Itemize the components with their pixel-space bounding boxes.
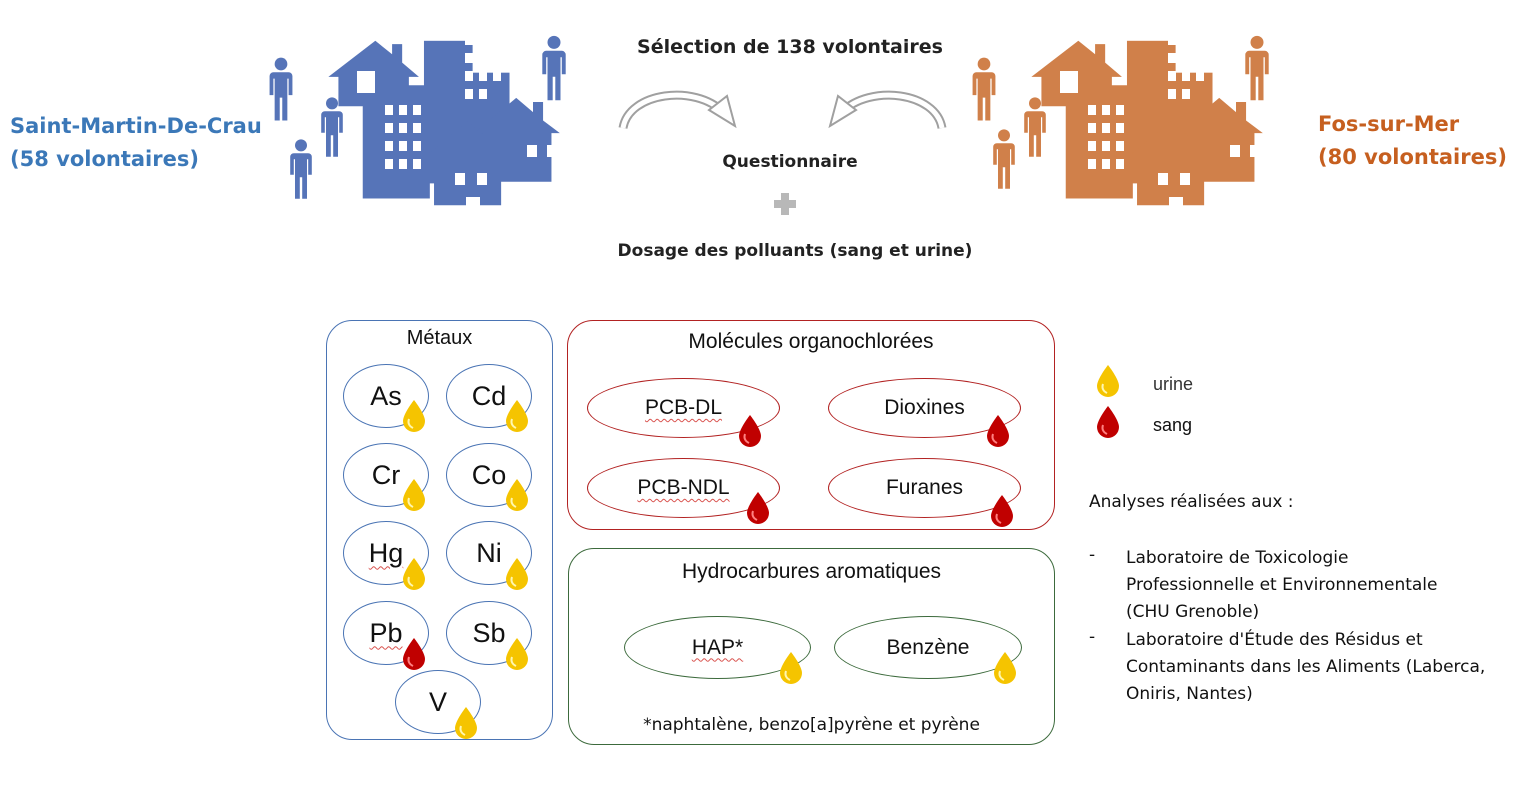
metaux-box: Métaux — [326, 320, 553, 740]
questionnaire-text: Questionnaire — [722, 152, 858, 172]
urine-drop-icon — [503, 557, 531, 591]
lab-item: Laboratoire de Toxicologie Professionnel… — [1126, 548, 1438, 622]
urine-drop-icon — [400, 557, 428, 591]
right-city-label: Fos-sur-Mer (80 volontaires) — [1318, 108, 1507, 174]
metal-oval-cr: Cr — [343, 443, 429, 507]
blood-drop-icon — [988, 494, 1016, 528]
legend-urine-drop-icon — [1094, 364, 1122, 398]
hydrocarbures-box: Hydrocarbures aromatiques *naphtalène, b… — [568, 548, 1055, 745]
metal-oval-cd: Cd — [446, 364, 532, 428]
metal-oval-v: V — [395, 670, 481, 734]
left-city-label: Saint-Martin-De-Crau (58 volontaires) — [10, 110, 262, 176]
lab-item: Laboratoire d'Étude des Résidus et Conta… — [1126, 630, 1486, 704]
metal-oval-hg: Hg — [343, 521, 429, 585]
blood-drop-icon — [744, 491, 772, 525]
metal-oval-pb: Pb — [343, 601, 429, 665]
metal-oval-ni: Ni — [446, 521, 532, 585]
organo-oval-dioxines: Dioxines — [828, 378, 1021, 438]
right-city-icon — [972, 35, 1269, 223]
urine-drop-icon — [452, 706, 480, 740]
hydro-oval-hap: HAP* — [624, 616, 811, 679]
blood-drop-icon — [736, 414, 764, 448]
urine-drop-icon — [503, 478, 531, 512]
organo-oval-furanes: Furanes — [828, 458, 1021, 518]
metal-oval-co: Co — [446, 443, 532, 507]
urine-drop-icon — [777, 651, 805, 685]
metal-oval-sb: Sb — [446, 601, 532, 665]
left-curved-arrow-icon — [618, 90, 737, 130]
blood-drop-icon — [400, 637, 428, 671]
left-city-name: Saint-Martin-De-Crau — [10, 114, 262, 138]
hydrocarbures-footnote: *naphtalène, benzo[a]pyrène et pyrène — [643, 715, 980, 735]
dosage-text: Dosage des polluants (sang et urine) — [617, 241, 973, 261]
lab-bullet: - — [1089, 627, 1096, 647]
urine-drop-icon — [503, 399, 531, 433]
plus-icon — [774, 193, 796, 215]
urine-drop-icon — [991, 651, 1019, 685]
urine-drop-icon — [400, 399, 428, 433]
urine-drop-icon — [503, 637, 531, 671]
hydro-oval-benzene: Benzène — [834, 616, 1022, 679]
organo-oval-pcb-dl: PCB-DL — [587, 378, 780, 438]
urine-drop-icon — [400, 478, 428, 512]
legend-blood-drop-icon — [1094, 405, 1122, 439]
right-curved-arrow-icon — [828, 90, 947, 130]
left-city-count: (58 volontaires) — [10, 147, 199, 171]
selection-text: Sélection de 138 volontaires — [637, 36, 943, 58]
metal-oval-as: As — [343, 364, 429, 428]
right-city-name: Fos-sur-Mer — [1318, 112, 1460, 136]
hydrocarbures-title: Hydrocarbures aromatiques — [681, 560, 942, 583]
legend-sang-label: sang — [1153, 415, 1193, 435]
right-city-count: (80 volontaires) — [1318, 145, 1507, 169]
legend-urine-label: urine — [1153, 374, 1194, 394]
lab-bullet: - — [1089, 545, 1096, 565]
blood-drop-icon — [984, 414, 1012, 448]
organochlorees-box: Molécules organochlorées — [567, 320, 1055, 530]
organo-oval-pcb-ndl: PCB-NDL — [587, 458, 780, 518]
left-city-icon — [269, 35, 566, 223]
analyses-title: Analyses réalisées aux : — [1089, 492, 1294, 512]
metaux-title: Métaux — [406, 327, 473, 349]
organochlorees-title: Molécules organochlorées — [688, 330, 934, 353]
